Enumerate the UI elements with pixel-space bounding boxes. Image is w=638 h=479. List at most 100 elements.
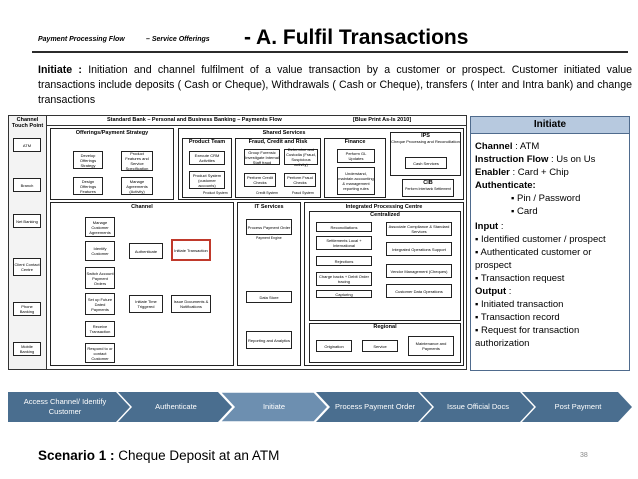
ipc-section: Integrated Processing Centre Centralized…: [304, 202, 464, 366]
initiate-panel-title: Initiate: [471, 117, 629, 134]
customer-data-operations[interactable]: Customer Data Operations: [386, 284, 452, 298]
output-item-initiated: ▪ Initiated transaction: [475, 299, 564, 310]
reporting-analytics[interactable]: Reporting and Analytics: [246, 331, 292, 349]
step-process-payment-order[interactable]: Process Payment Order: [334, 402, 416, 411]
settlements[interactable]: Settlements Local + International: [316, 236, 372, 250]
touchpoint-header: Channel Touch Point: [11, 117, 44, 129]
step-initiate[interactable]: Initiate: [262, 402, 286, 411]
touchpoint-net-banking[interactable]: Net Banking: [13, 214, 41, 228]
step-post-payment[interactable]: Post Payment: [554, 402, 602, 411]
offering-features[interactable]: Product Features and Service Specificati…: [121, 151, 153, 171]
offering-label: – Service Offerings: [146, 36, 210, 43]
product-system-note: Product System: [203, 191, 228, 195]
step-access-channel[interactable]: Access Channel/ Identify Customer: [23, 397, 107, 416]
finance-title: Finance: [344, 139, 366, 145]
diagram-header: Standard Bank – Personal and Business Ba…: [47, 116, 466, 126]
product-team-box: Product Team Execute CRM Activities Prod…: [182, 138, 232, 198]
touchpoint-column: Channel Touch Point ATM Branch Net Banki…: [9, 116, 47, 369]
payment-engine-note: Payment Engine: [256, 236, 282, 240]
auth-item-pin: ▪ Pin / Password: [511, 193, 581, 204]
process-payment-order[interactable]: Process Payment Order: [246, 219, 292, 235]
origination[interactable]: Origination: [316, 340, 352, 352]
future-dated-payments[interactable]: Set up Future Dated Payments: [85, 293, 115, 315]
diagram-title: Standard Bank – Personal and Business Ba…: [107, 117, 282, 123]
touchpoint-phone-banking[interactable]: Phone Banking: [13, 302, 41, 316]
charge-backs[interactable]: Charge backs + Debit Order tracing: [316, 272, 372, 286]
offering-design[interactable]: Design Offerings Features: [73, 177, 103, 195]
instruction-flow-line: Instruction Flow : Us on Us: [475, 154, 596, 165]
integrated-operations[interactable]: Integrated Operations Support: [386, 242, 452, 256]
forensic-investigate[interactable]: Group Forensic Investigate Internal Staf…: [244, 149, 280, 165]
touchpoint-contact-centre[interactable]: Client Contact Centre: [13, 258, 41, 276]
maintenance-payments[interactable]: Maintenance and Payments: [408, 336, 454, 356]
product-system[interactable]: Product System (customer accounts): [189, 171, 225, 189]
touchpoint-mobile-banking[interactable]: Mobile Banking: [13, 342, 41, 356]
regional-title: Regional: [373, 324, 397, 330]
cash-services[interactable]: Cash Services: [405, 157, 447, 169]
manage-customer-agreements[interactable]: Manage Customer Agreements: [85, 217, 115, 237]
authenticate-label: Authenticate:: [475, 180, 536, 191]
output-item-authorization: ▪ Request for transaction authorization: [475, 325, 580, 349]
reconciliations[interactable]: Reconciliations: [316, 222, 372, 232]
initiate-panel: Initiate Channel : ATM Instruction Flow …: [470, 116, 630, 371]
shared-services-title: Shared Services: [262, 130, 306, 136]
service[interactable]: Service: [362, 340, 398, 352]
touchpoint-branch[interactable]: Branch: [13, 178, 41, 192]
fraud-checks[interactable]: Perform Fraud Checks: [284, 173, 316, 187]
cib-subtitle: Perform Interbank Settlement: [405, 187, 451, 191]
regional-box: Regional Origination Service Maintenance…: [309, 323, 461, 363]
flow-label: Payment Processing Flow: [38, 36, 125, 43]
touchpoint-atm[interactable]: ATM: [13, 138, 41, 152]
step-1-shape: [8, 392, 130, 422]
step-2-shape: [118, 392, 232, 422]
crm-activities[interactable]: Execute CRM Activities: [189, 151, 225, 165]
step-issue-official-docs[interactable]: Issue Official Docs: [447, 402, 509, 411]
fraud-box: Fraud, Credit and Risk Group Forensic In…: [235, 138, 321, 198]
process-steps-shapes: [8, 392, 632, 422]
enabler-line: Enabler : Card + Chip: [475, 167, 569, 178]
fraud-system-note: Fraud System: [292, 191, 314, 195]
intro-body: Initiation and channel fulfilment of a v…: [38, 64, 632, 106]
ips-subtitle: Cheque Processing and Reconciliation: [391, 139, 460, 144]
output-item-record: ▪ Transaction record: [475, 312, 560, 323]
input-item-authenticated: ▪ Authenticated customer or prospect: [475, 247, 592, 271]
gl-updates[interactable]: Perform GL Updates: [337, 149, 375, 163]
switch-account-payment[interactable]: Switch Account Payment Orders: [85, 267, 115, 289]
channel-section: Channel Manage Customer Agreements Ident…: [50, 202, 234, 366]
accounting-rules[interactable]: Understand, maintain accounting & manage…: [337, 167, 375, 195]
centralized-box: Centralized Reconciliations Settlements …: [309, 211, 461, 321]
step-3-shape: [218, 392, 330, 422]
credit-system-note: Credit System: [256, 191, 278, 195]
identify-customer[interactable]: Identify Customer: [85, 241, 115, 261]
step-authenticate[interactable]: Authenticate: [155, 402, 197, 411]
data-store[interactable]: Data Store: [246, 291, 292, 303]
capturing[interactable]: Capturing: [316, 290, 372, 298]
payments-flow-diagram: Channel Touch Point ATM Branch Net Banki…: [8, 115, 467, 370]
step-4-shape: [316, 392, 432, 422]
shared-services-section: Shared Services Product Team Execute CRM…: [178, 128, 464, 200]
initiate-transaction-box[interactable]: Initiate Transaction: [171, 239, 211, 261]
offering-agreements[interactable]: Manage Agreements (Activity): [121, 177, 153, 195]
custodia[interactable]: Determine and Custodia (Fraud, Suspiciou…: [284, 147, 318, 167]
channel-line: Channel : ATM: [475, 141, 540, 152]
associate-compliance[interactable]: Associate Compliance & Standard Services: [386, 222, 452, 236]
input-item-request: ▪ Transaction request: [475, 273, 565, 284]
header-rule: [32, 51, 628, 53]
rejections[interactable]: Rejections: [316, 256, 372, 266]
fraud-title: Fraud, Credit and Risk: [248, 139, 308, 145]
vendor-management[interactable]: Vendor Management (Cheques): [386, 264, 452, 278]
it-services-section: IT Services Process Payment Order Paymen…: [237, 202, 301, 366]
centralized-title: Centralized: [370, 212, 400, 218]
authenticate-box[interactable]: Authenticate: [129, 243, 163, 259]
offering-develop[interactable]: Develop Offerings Strategy: [73, 151, 103, 169]
it-services-title: IT Services: [254, 204, 284, 210]
time-triggered[interactable]: Initiate Time Triggered: [129, 295, 163, 313]
credit-checks[interactable]: Perform Credit Checks: [244, 173, 276, 187]
offerings-section: Offerings/Payment Strategy Develop Offer…: [50, 128, 174, 200]
blueprint-label: [Blue Print As-Is 2010]: [353, 117, 412, 123]
step-6-shape: [522, 392, 632, 422]
scenario-caption: Scenario 1 : Cheque Deposit at an ATM: [38, 448, 279, 463]
respond-to-customer[interactable]: Respond to or contact Customer: [85, 343, 115, 363]
receive-transaction[interactable]: Receive Transaction: [85, 321, 115, 337]
issue-documents[interactable]: Issue Documents & Notifications: [171, 295, 211, 313]
